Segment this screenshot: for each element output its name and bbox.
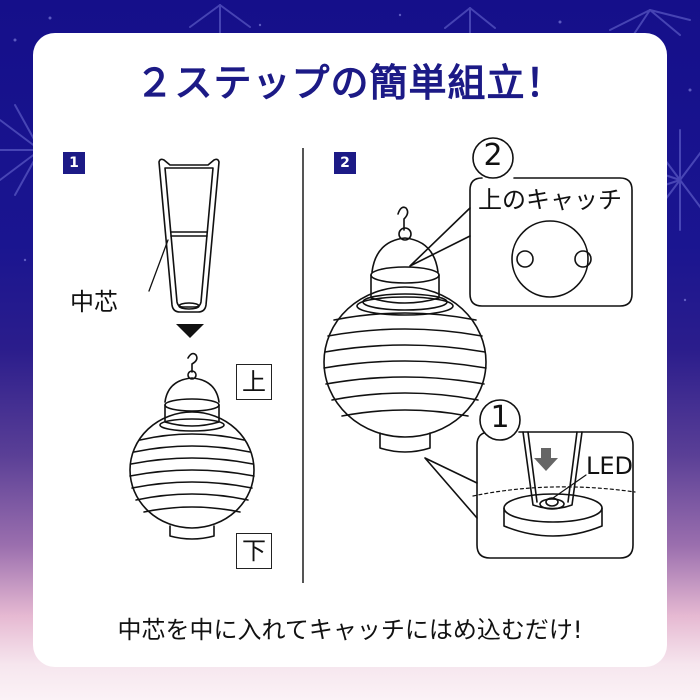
down-arrow-icon [176, 324, 204, 338]
catch-label: 上のキャッチ [478, 186, 622, 214]
catch-step-number: 2 [483, 138, 503, 173]
catch-callout [409, 137, 633, 307]
led-label: LED [586, 452, 634, 480]
footer-instruction: 中芯を中に入れてキャッチにはめ込むだけ! [117, 616, 583, 644]
led-callout [424, 399, 636, 559]
core-frame-icon [148, 158, 220, 313]
led-step-number: 1 [490, 400, 510, 435]
instruction-card [33, 33, 667, 667]
insert-arrow-icon [534, 448, 558, 471]
lantern-large-icon [323, 206, 487, 453]
step-divider [302, 148, 304, 583]
core-label: 中芯 [70, 288, 118, 316]
step-1-badge: 1 [63, 152, 85, 174]
page-title: ２ステップの簡単組立！ [135, 61, 565, 105]
top-label: 上 [236, 364, 272, 400]
lantern-icon [129, 352, 255, 540]
bottom-label: 下 [236, 533, 272, 569]
step-2-badge: 2 [334, 152, 356, 174]
